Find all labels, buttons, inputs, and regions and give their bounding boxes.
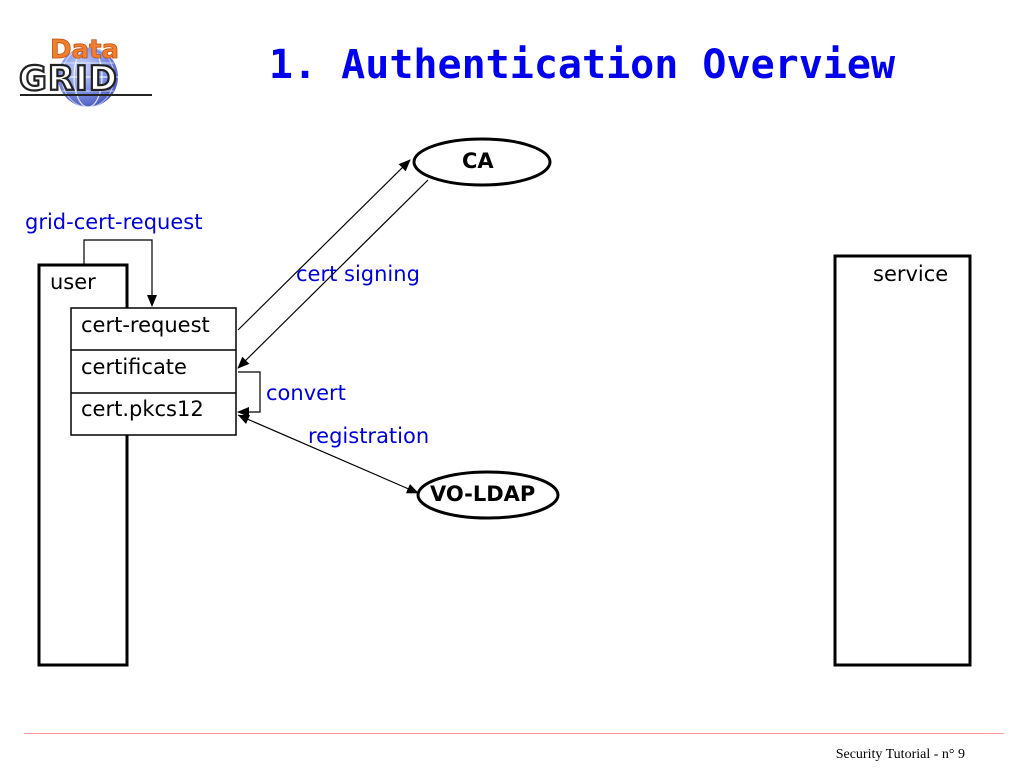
ca-node (412, 137, 552, 187)
footer-divider (24, 733, 1004, 734)
user-label: user (50, 270, 96, 294)
page-title: 1. Authentication Overview (268, 42, 896, 88)
logo-data-text: Data (50, 35, 119, 65)
ca-label: CA (462, 149, 494, 173)
cert-signing-label: cert signing (296, 262, 420, 286)
service-label: service (873, 262, 949, 286)
globe-icon (58, 46, 118, 108)
convert-label: convert (266, 381, 346, 405)
ca-to-certificate-arrow (237, 179, 429, 369)
registration-arrow (237, 414, 419, 494)
cert-pkcs12-label: cert.pkcs12 (81, 397, 204, 421)
cert-request-label: cert-request (81, 313, 210, 337)
grid-cert-request-arrow (83, 239, 157, 307)
convert-arrow (237, 371, 261, 417)
datagrid-logo: Data GRID (18, 35, 152, 108)
footer-text: Security Tutorial - n° 9 (835, 747, 965, 762)
vo-ldap-node (416, 470, 560, 520)
vo-ldap-label: VO-LDAP (430, 482, 536, 506)
certificate-label: certificate (81, 355, 187, 379)
logo-grid-text: GRID (19, 59, 118, 99)
certificate-stack (70, 307, 237, 436)
grid-cert-request-label: grid-cert-request (25, 210, 203, 234)
registration-arrow-start (238, 415, 250, 424)
cert-request-to-ca-arrow (237, 159, 411, 331)
service-box (833, 254, 972, 667)
registration-label: registration (308, 424, 430, 448)
